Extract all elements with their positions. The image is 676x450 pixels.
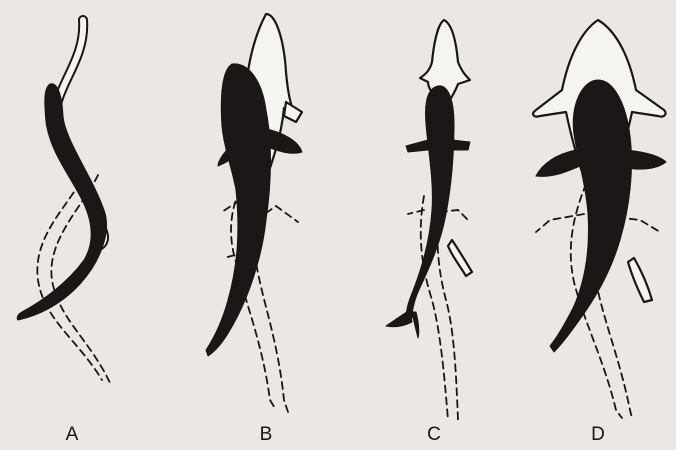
panel-d-current-body: [536, 80, 666, 352]
panel-label-d: D: [578, 424, 618, 446]
panel-a-current-body: [17, 84, 106, 320]
panel-d: [533, 20, 666, 418]
panel-c-current-body: [386, 86, 470, 338]
panel-label-c: C: [414, 424, 454, 446]
panel-b: [206, 14, 302, 412]
panel-label-a: A: [52, 424, 92, 446]
panel-a: [17, 20, 110, 383]
panel-label-b: B: [246, 424, 286, 446]
panel-c: [386, 20, 472, 420]
